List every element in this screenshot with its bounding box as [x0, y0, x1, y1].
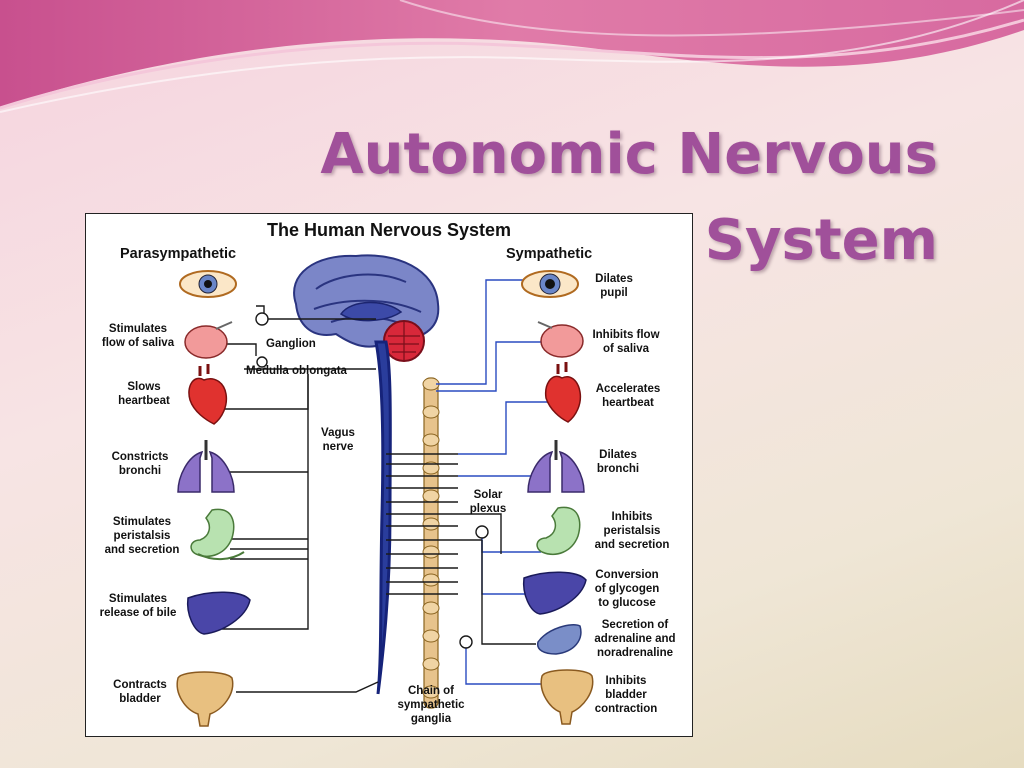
liver-icon-left: [186, 591, 251, 635]
bladder-icon-right: [540, 669, 594, 725]
adrenal-gland-icon-right: [536, 624, 582, 655]
diagram-heading: The Human Nervous System: [267, 220, 511, 240]
parasympathetic-heading: Parasympathetic: [120, 246, 236, 262]
slide-title-line-1: Autonomic Nervous: [320, 122, 938, 187]
stomach-icon-right: [536, 506, 581, 556]
salivary-gland-icon-right: [537, 321, 584, 358]
spinal-connections: [386, 453, 458, 595]
spinal-cord: [374, 340, 392, 695]
nervous-system-diagram: The Human Nervous System Parasympathetic…: [85, 213, 693, 737]
bladder-icon-left: [176, 671, 234, 727]
parasympathetic-nerves: [216, 305, 379, 693]
diagram-canvas: The Human Nervous System Parasympathetic…: [100, 220, 676, 727]
label-ganglion: Ganglion: [266, 338, 316, 350]
solar-plexus-node: [475, 525, 489, 539]
lungs-icon-left: [177, 440, 235, 493]
header-swoosh-decoration: [0, 0, 1024, 113]
sympathetic-black-nerves: [458, 513, 536, 645]
slide-title: Autonomic Nervous System: [298, 112, 938, 284]
bladder-ganglion-node: [459, 635, 473, 649]
sympathetic-heading: Sympathetic: [506, 246, 592, 262]
ganglion-node-saliva: [256, 356, 268, 368]
heart-icon-right: [544, 362, 582, 423]
sympathetic-chain: [422, 377, 440, 709]
eye-icon-right: [521, 270, 579, 298]
lungs-icon-right: [527, 440, 585, 493]
heart-icon-left: [188, 364, 228, 425]
slide-title-line-2: System: [704, 208, 938, 273]
eye-icon-left: [179, 270, 237, 298]
salivary-gland-icon-left: [184, 321, 233, 359]
liver-icon-right: [522, 571, 587, 615]
ganglion-node-eye: [255, 312, 269, 326]
cerebellum-icon: [383, 320, 425, 362]
label-medulla-oblongata: Medulla oblongata: [246, 365, 348, 377]
stomach-icon-left: [190, 508, 245, 560]
